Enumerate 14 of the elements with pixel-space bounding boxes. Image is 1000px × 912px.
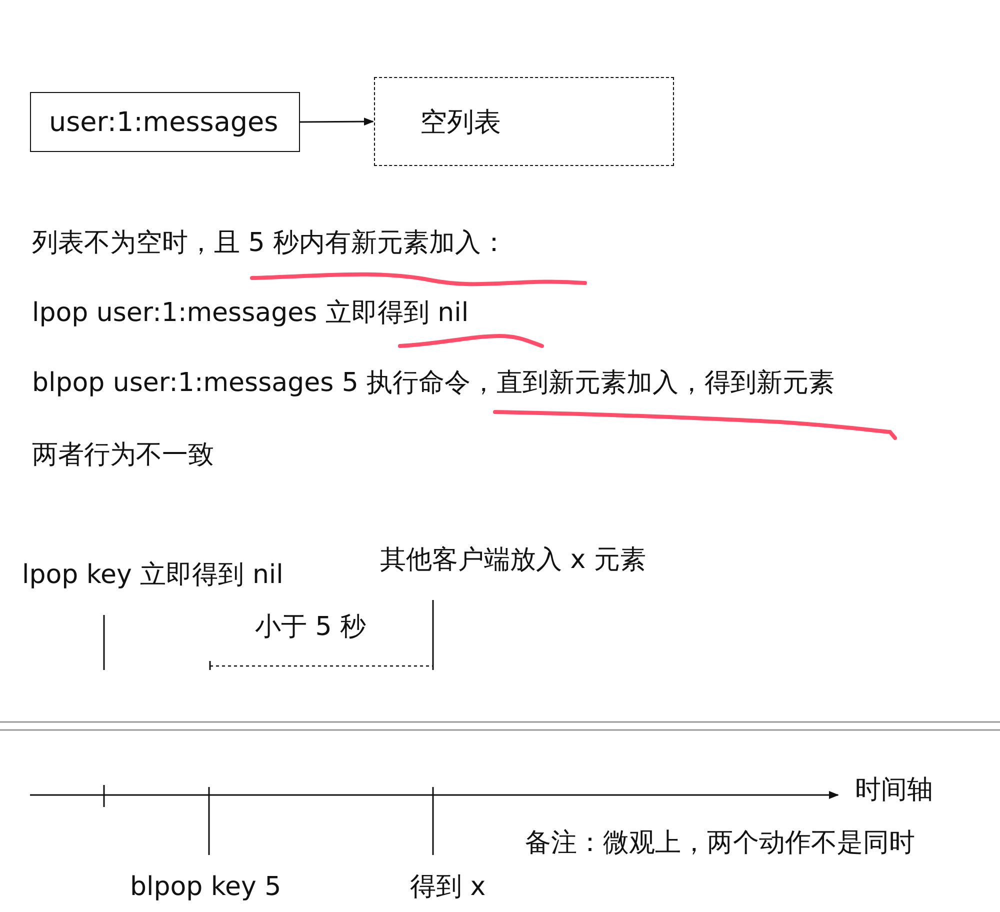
- event-label: 得到 x: [410, 872, 486, 904]
- command-text: blpop user:1:messages 5 执行命令，直到新元素加入，得到新元素: [32, 368, 835, 400]
- condition-text: 列表不为空时，且 5 秒内有新元素加入：: [32, 228, 508, 260]
- conclusion-text: 两者行为不一致: [32, 440, 214, 472]
- interval-label: 小于 5 秒: [255, 612, 366, 644]
- key-box: user:1:messages: [30, 92, 300, 152]
- axis-label: 时间轴: [855, 775, 933, 806]
- event-label: lpop key 立即得到 nil: [22, 560, 284, 592]
- event-label: blpop key 5: [130, 872, 282, 904]
- note-text: 备注：微观上，两个动作不是同时: [525, 828, 915, 860]
- list-box: 空列表: [374, 77, 674, 166]
- command-text: lpop user:1:messages 立即得到 nil: [32, 298, 469, 330]
- event-label: 其他客户端放入 x 元素: [380, 545, 646, 576]
- arrow: [300, 118, 374, 126]
